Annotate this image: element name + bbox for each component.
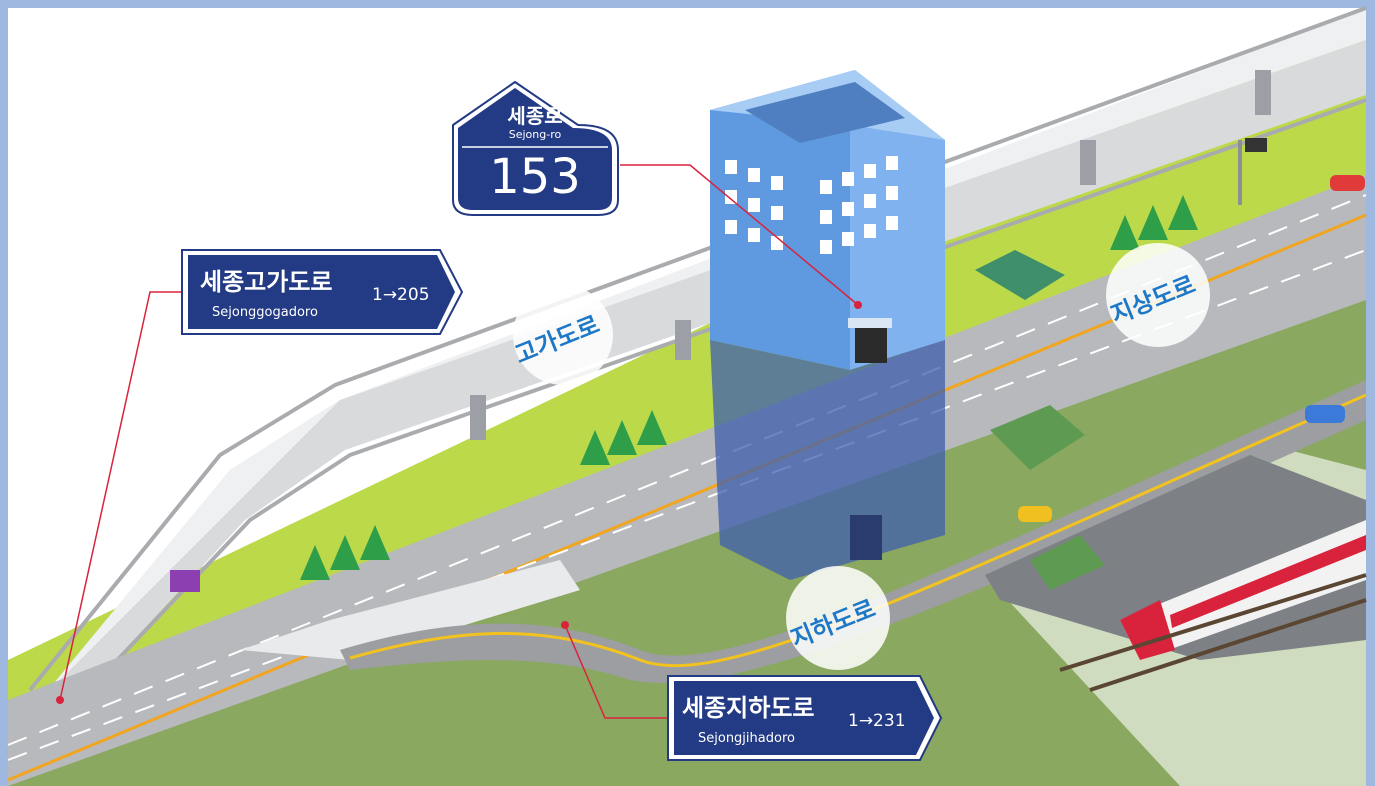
underground-sign-name-ko: 세종지하도로 — [682, 694, 815, 722]
escalator-middle — [990, 405, 1085, 470]
blue-bus — [1305, 405, 1345, 423]
address-sign-number: 153 — [489, 149, 581, 205]
rail-tracks — [1059, 573, 1367, 692]
address-sign-body — [458, 88, 612, 210]
leader-lines — [59, 164, 859, 719]
underground-sign-range: 1→231 — [848, 711, 906, 731]
building — [710, 70, 945, 580]
elevated-sign-name-en: Sejonggogadoro — [212, 305, 318, 320]
elevated-sign-range: 1→205 — [372, 285, 430, 305]
elevated-sign-name-ko: 세종고가도로 — [200, 268, 333, 296]
address-sign-name-en: Sejong-ro — [508, 128, 562, 141]
leader-dot-underground — [561, 621, 569, 629]
traffic-light — [1245, 138, 1267, 152]
escalator-top — [975, 250, 1065, 300]
building-underground-entrance — [850, 515, 882, 560]
elevated-sign-body — [188, 255, 455, 329]
leader-dot-elevated — [56, 696, 64, 704]
trees — [300, 195, 1198, 580]
elevated-label-circle — [513, 285, 613, 385]
underground-sign-body — [674, 681, 934, 755]
subway-train — [1120, 520, 1366, 660]
yellow-taxi — [1018, 506, 1052, 522]
address-sign-name-ko: 세종로 — [507, 104, 563, 128]
building-entrance — [855, 325, 887, 363]
underground-sign-name-en: Sejongjihadoro — [698, 731, 795, 746]
ground-label-circle — [1106, 243, 1210, 347]
red-car — [1330, 175, 1365, 191]
leader-dot-building — [854, 301, 862, 309]
tunnel-entrance — [240, 560, 580, 660]
underground-label-circle — [786, 566, 890, 670]
purple-truck — [170, 570, 200, 592]
escalator-bottom — [1030, 535, 1105, 590]
